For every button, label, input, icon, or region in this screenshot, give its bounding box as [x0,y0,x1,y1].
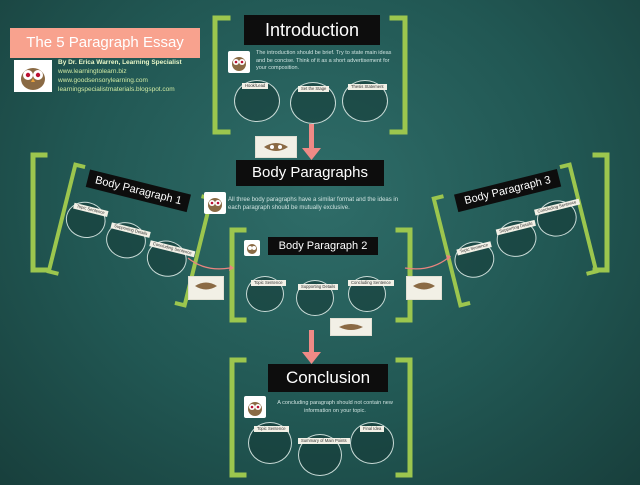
intro-part-2: Set the Stage [298,86,330,92]
body-title: Body Paragraphs [236,160,384,186]
p2-bracket-left [229,227,247,323]
intro-bracket-left [212,15,231,135]
conclusion-part-3: Final Idea [360,426,385,432]
owl-icon [228,51,250,73]
author-block: By Dr. Erica Warren, Learning Specialist… [58,58,182,94]
owl-icon [204,192,226,214]
author-name: By Dr. Erica Warren, Learning Specialist [58,59,182,66]
owl-icon [244,240,260,256]
owl-icon [195,282,217,290]
main-title: The 5 Paragraph Essay [10,28,200,58]
p1-circle-2[interactable] [102,217,150,263]
p2-part-1: Topic Sentence [251,280,286,286]
p2-part-3: Concluding Sentence [348,280,394,286]
conclusion-part-2: Summary of Main Points [298,438,350,444]
conclusion-circle-3[interactable] [350,422,394,464]
intro-title: Introduction [244,15,380,45]
conclusion-description: A concluding paragraph should not contai… [277,400,393,414]
link-card-bottom[interactable] [330,318,372,336]
intro-description: The introduction should be brief. Try to… [256,50,392,71]
intro-bracket-right [389,15,408,135]
curved-arrow-left [187,257,231,270]
owl-icon [14,60,52,92]
author-link-3[interactable]: learningspecialistmaterials.blogspot.com [58,86,175,93]
intro-part-3: Thesis Statement [348,84,387,90]
p2-bracket-right [395,227,413,323]
link-card-top[interactable] [255,136,297,158]
author-link-2[interactable]: www.goodsensorylearning.com [58,77,148,84]
p3-frame [431,162,599,308]
conclusion-part-1: Topic Sentence [254,426,289,432]
intro-part-1: Hook/Lead [242,83,269,89]
owl-icon [339,324,363,330]
arrow-body-to-conclusion [302,330,321,364]
owl-icon [264,143,288,151]
link-card-right[interactable] [406,276,442,300]
author-link-1[interactable]: www.learningtolearn.biz [58,68,127,75]
body-description: All three body paragraphs have a similar… [228,197,399,211]
owl-icon [413,282,435,290]
conclusion-bracket-left [229,357,247,478]
arrow-intro-to-body [302,124,321,160]
p1-circle-1[interactable] [61,197,110,243]
body-bracket-left [30,152,48,273]
body-bracket-right [592,152,610,273]
p2-part-2: Supporting Details [298,284,339,290]
conclusion-title: Conclusion [268,364,388,392]
curved-arrow-right [404,257,449,270]
owl-icon [244,396,266,418]
p2-title: Body Paragraph 2 [268,237,378,255]
conclusion-bracket-right [395,357,413,478]
link-card-left[interactable] [188,276,224,300]
